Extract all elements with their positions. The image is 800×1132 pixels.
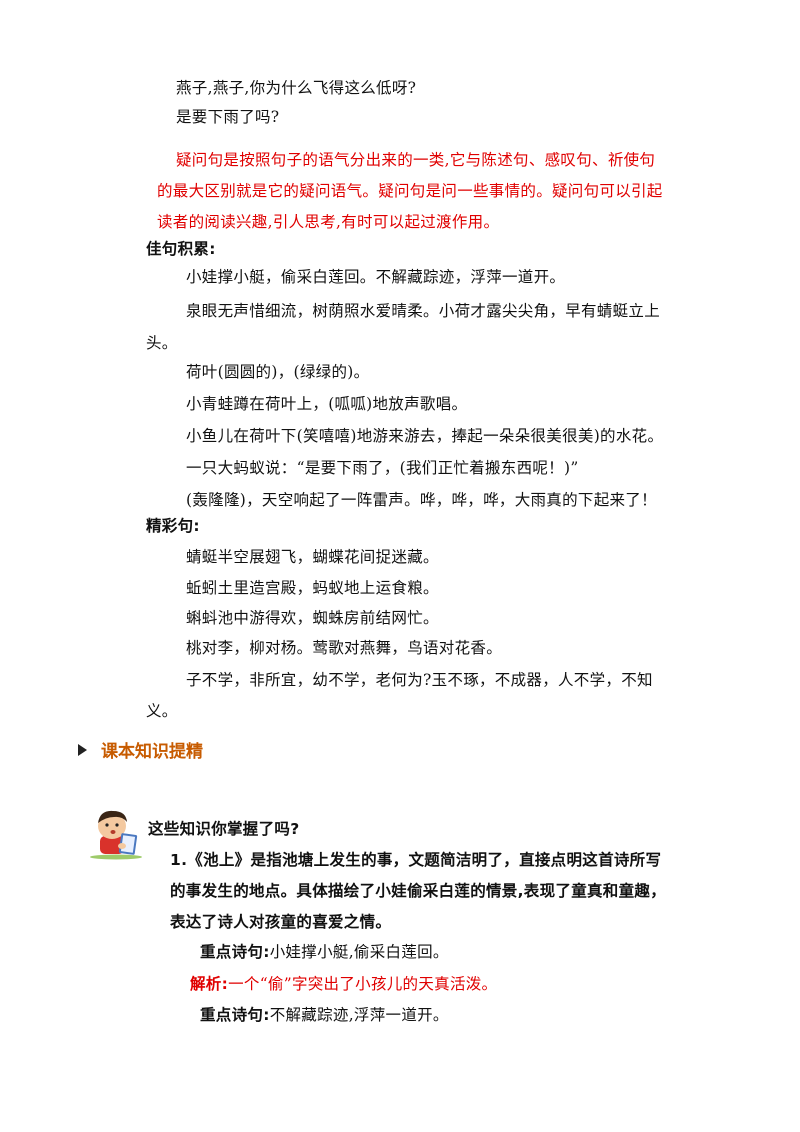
knowledge-point-1-line-2: 的事发生的地点。具体描绘了小娃偷采白莲的情景,表现了童真和童趣， bbox=[170, 882, 666, 900]
jiaju-line-6: 一只大蚂蚁说：“是要下雨了，(我们正忙着搬东西呢！)” bbox=[186, 459, 579, 477]
jiaju-line-1: 小娃撑小艇，偷采白莲回。不解藏踪迹，浮萍一道开。 bbox=[186, 268, 566, 286]
jingcai-line-2: 蚯蚓土里造宫殿，蚂蚁地上运食粮。 bbox=[186, 579, 439, 597]
definition-line-2: 的最大区别就是它的疑问语气。疑问句是问一些事情的。疑问句可以引起 bbox=[157, 182, 663, 200]
key-poem-text: 不解藏踪迹,浮萍一道开。 bbox=[269, 1006, 449, 1024]
jiaju-line-4: 小青蛙蹲在荷叶上，(呱呱)地放声歌唱。 bbox=[186, 395, 468, 413]
section-heading: 课本知识提精 bbox=[78, 737, 203, 765]
heading-jiaju: 佳句积累: bbox=[146, 240, 216, 258]
key-poem-label: 重点诗句: bbox=[200, 1006, 270, 1024]
analysis-label: 解析: bbox=[190, 975, 229, 993]
jiaju-line-2: 泉眼无声惜细流，树荫照水爱晴柔。小荷才露尖尖角，早有蜻蜓立上 bbox=[186, 302, 661, 320]
jingcai-line-3: 蝌蚪池中游得欢，蜘蛛房前结网忙。 bbox=[186, 609, 439, 627]
section-title: 课本知识提精 bbox=[101, 742, 203, 762]
jiaju-line-5: 小鱼儿在荷叶下(笑嘻嘻)地游来游去，捧起一朵朵很美很美)的水花。 bbox=[186, 427, 664, 445]
definition-line-3: 读者的阅读兴趣,引人思考,有时可以起过渡作用。 bbox=[157, 213, 500, 231]
jingcai-line-5: 子不学，非所宜，幼不学，老何为?玉不琢，不成器，人不学，不知 bbox=[186, 671, 653, 689]
heading-jingcai: 精彩句: bbox=[146, 517, 200, 535]
key-poem-2: 重点诗句:不解藏踪迹,浮萍一道开。 bbox=[200, 1004, 449, 1026]
poem-line-2: 是要下雨了吗? bbox=[176, 108, 280, 126]
jiaju-line-7: (轰隆隆)，天空响起了一阵雷声。哗，哗，哗，大雨真的下起来了！ bbox=[186, 491, 657, 509]
reading-boy-icon bbox=[90, 810, 142, 860]
analysis: 解析:一个“偷”字突出了小孩儿的天真活泼。 bbox=[190, 973, 497, 995]
key-poem-text: 小娃撑小艇,偷采白莲回。 bbox=[269, 943, 449, 961]
definition-line-1: 疑问句是按照句子的语气分出来的一类,它与陈述句、感叹句、祈使句 bbox=[176, 151, 656, 169]
arrow-icon bbox=[78, 743, 87, 756]
analysis-text: 一个“偷”字突出了小孩儿的天真活泼。 bbox=[228, 975, 498, 993]
knowledge-point-1-line-1: 1.《池上》是指池塘上发生的事，文题简洁明了，直接点明这首诗所写 bbox=[170, 851, 662, 869]
jiaju-line-2-cont: 头。 bbox=[146, 334, 178, 352]
key-poem-label: 重点诗句: bbox=[200, 943, 270, 961]
jingcai-line-1: 蜻蜓半空展翅飞，蝴蝶花间捉迷藏。 bbox=[186, 548, 439, 566]
key-poem-1: 重点诗句:小娃撑小艇,偷采白莲回。 bbox=[200, 941, 449, 963]
knowledge-point-1-line-3: 表达了诗人对孩童的喜爱之情。 bbox=[170, 913, 392, 931]
jingcai-line-5-cont: 义。 bbox=[146, 702, 178, 720]
jingcai-line-4: 桃对李，柳对杨。莺歌对燕舞，鸟语对花香。 bbox=[186, 639, 503, 657]
poem-line-1: 燕子,燕子,你为什么飞得这么低呀? bbox=[176, 79, 417, 97]
knowledge-question: 这些知识你掌握了吗? bbox=[148, 820, 300, 838]
jiaju-line-3: 荷叶(圆圆的)，(绿绿的)。 bbox=[186, 363, 370, 381]
